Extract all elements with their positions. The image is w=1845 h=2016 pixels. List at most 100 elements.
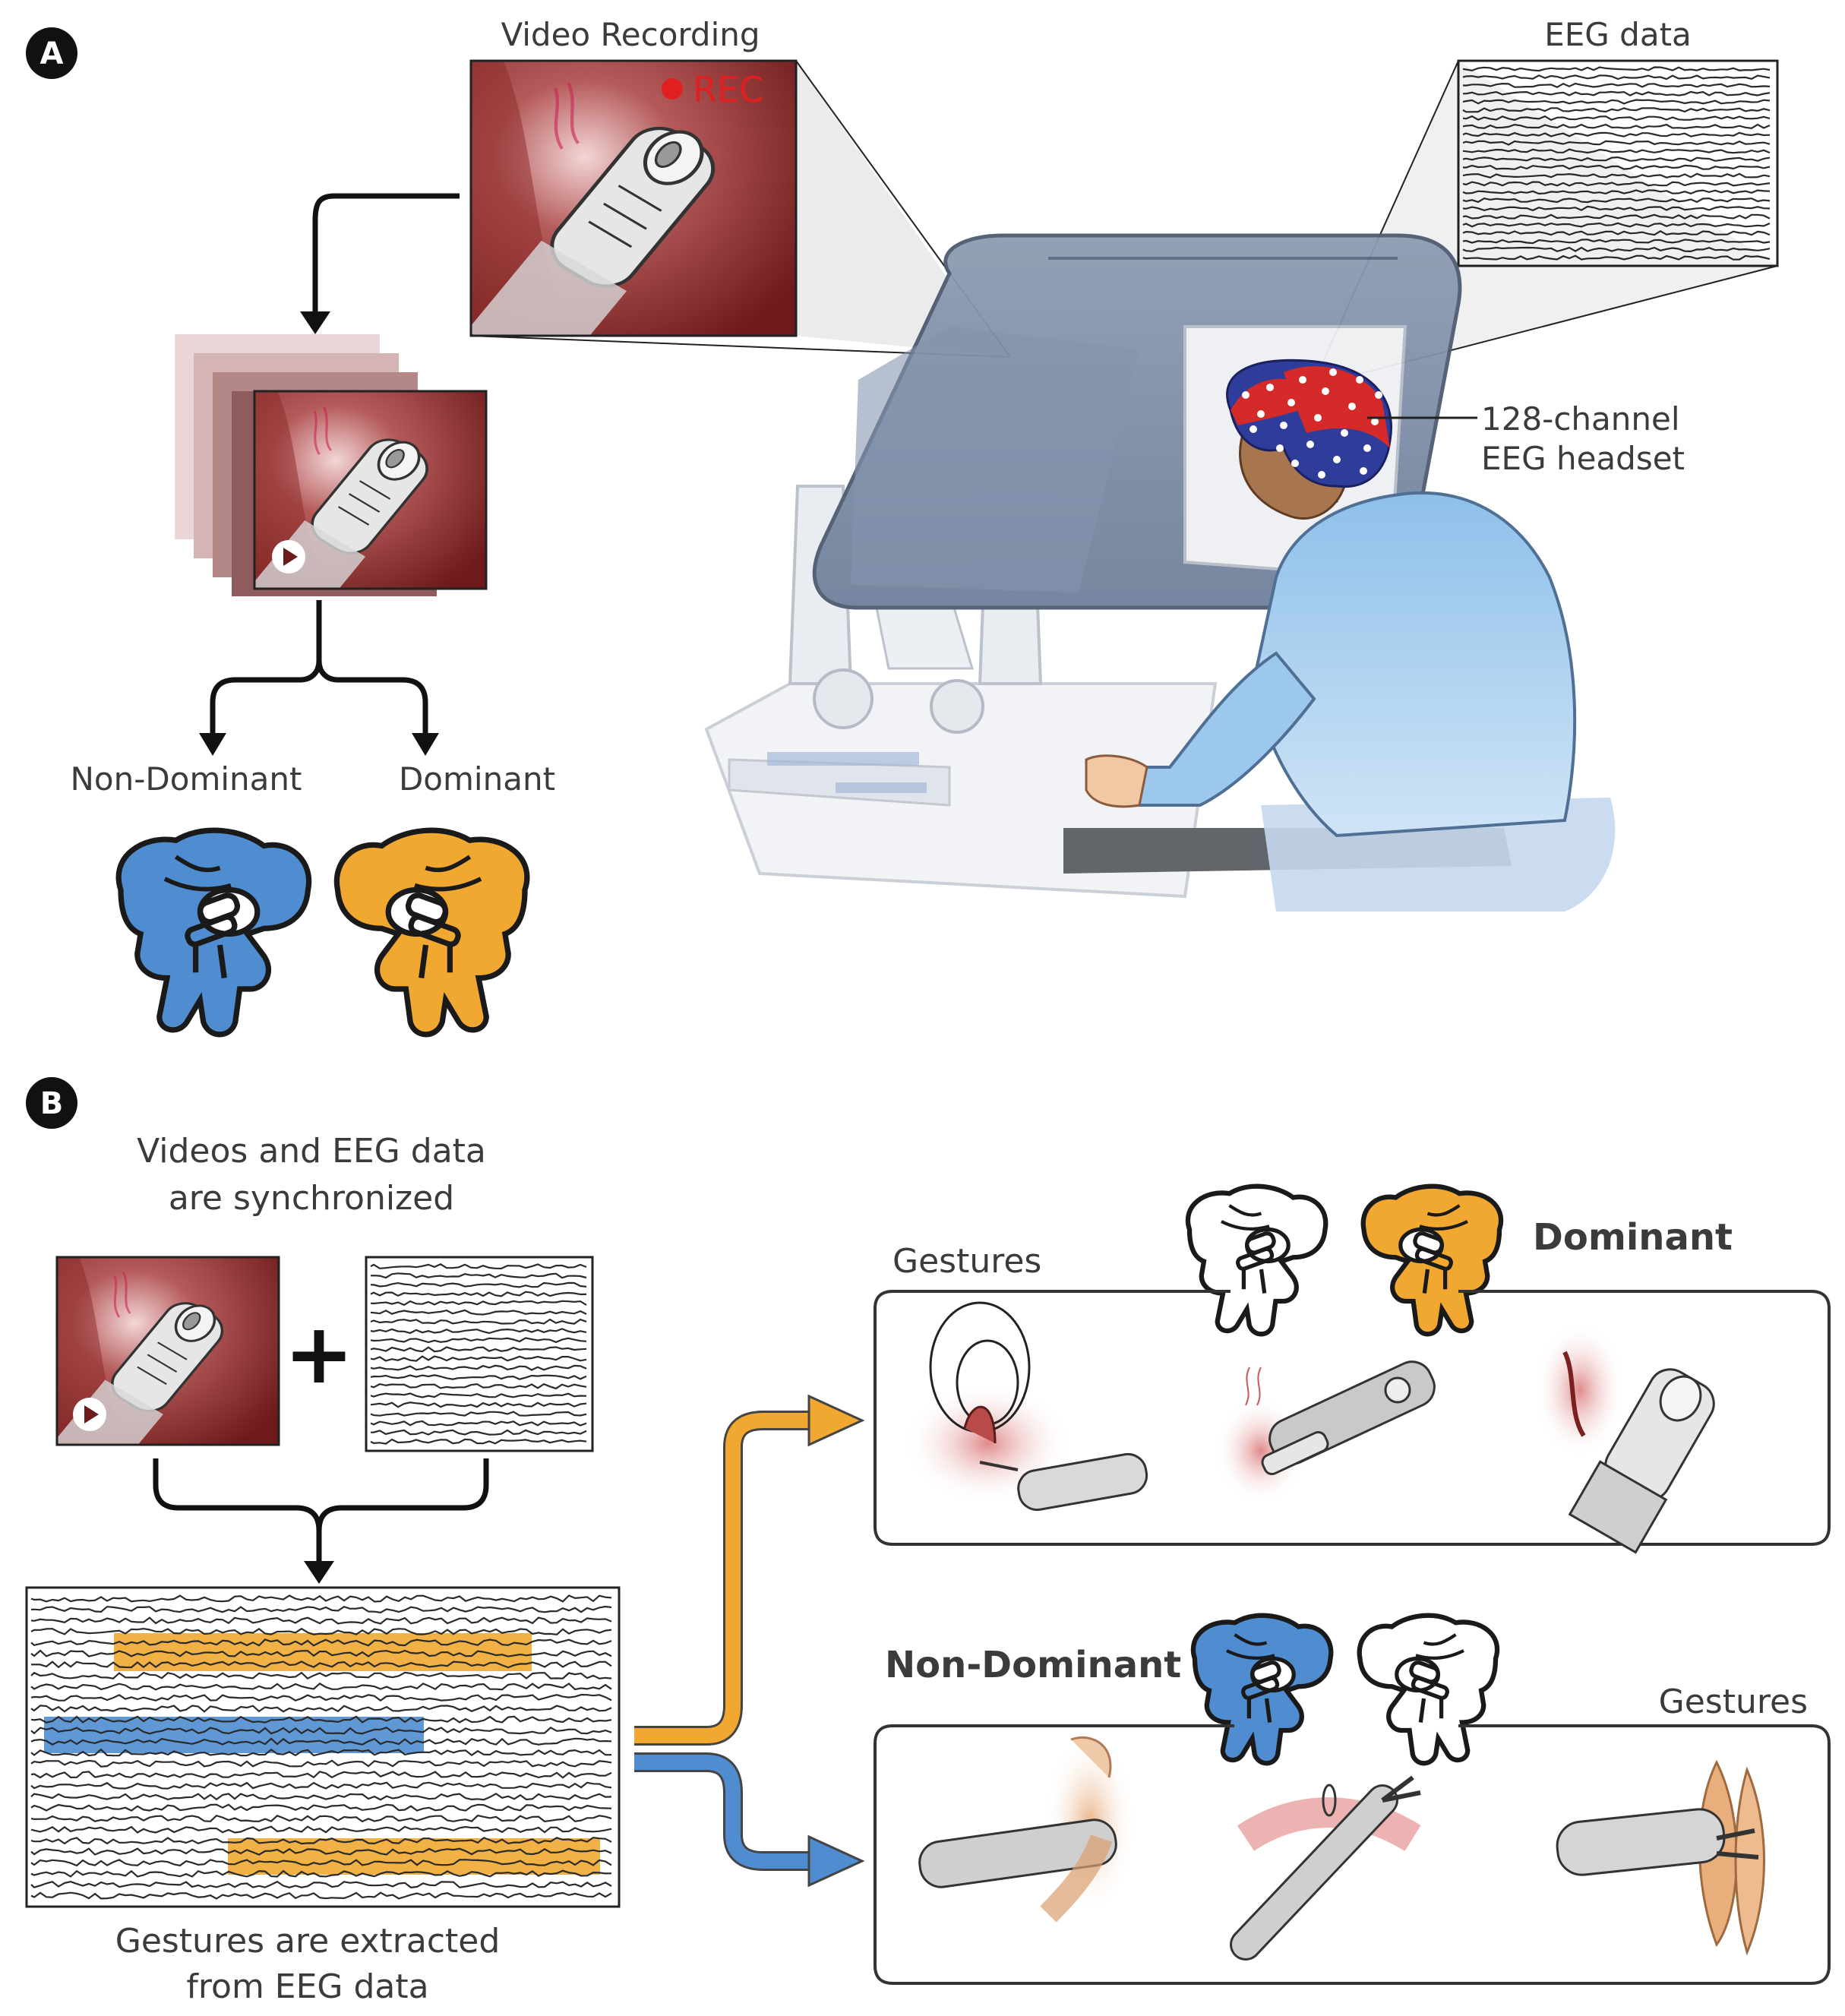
- eeg-trace: [1462, 90, 1771, 96]
- eeg-trace: [30, 1683, 612, 1691]
- eeg-trace: [370, 1337, 587, 1344]
- eeg-trace: [30, 1837, 612, 1845]
- eeg-data-label: EEG data: [1544, 16, 1692, 53]
- eeg-trace: [30, 1847, 612, 1856]
- eeg-trace: [1462, 181, 1771, 187]
- synced-video-thumbnail: [55, 1256, 280, 1446]
- plus-sign: +: [284, 1305, 354, 1402]
- gesture-eeg-block: [25, 1586, 621, 1908]
- electrode-dot: [1266, 384, 1274, 391]
- non-dominant-label-a: Non-Dominant: [71, 760, 302, 798]
- eeg-trace: [30, 1705, 612, 1713]
- electrode-dot: [1322, 387, 1329, 395]
- dominant-hand-icon-a: [336, 830, 526, 1035]
- non-dominant-gesture-image-1: [918, 1732, 1136, 1923]
- eeg-trace: [1462, 115, 1771, 122]
- panel-b-badge: [26, 1077, 77, 1129]
- non-dominant-hand-icon-a: [118, 830, 308, 1035]
- eeg-trace: [30, 1748, 612, 1757]
- eeg-cap: [1226, 359, 1392, 488]
- synced-eeg-window: [365, 1256, 594, 1452]
- eeg-trace: [30, 1759, 612, 1768]
- eeg-trace: [370, 1346, 587, 1353]
- electrode-dot: [1242, 391, 1249, 399]
- electrode-dot: [1363, 444, 1371, 452]
- electrode-dot: [1306, 441, 1314, 448]
- eeg-trace: [30, 1781, 612, 1790]
- eeg-trace: [1462, 156, 1771, 163]
- electrode-dot: [1329, 368, 1337, 376]
- electrode-dot: [1318, 471, 1325, 479]
- dominant-label-a: Dominant: [399, 760, 555, 798]
- merge-arrow: [153, 1458, 489, 1565]
- non-dominant-gestures-box: [874, 1724, 1831, 1985]
- eeg-trace: [1462, 239, 1771, 245]
- eeg-trace: [30, 1869, 612, 1878]
- eeg-trace: [1462, 197, 1771, 204]
- non-dominant-title: Non-Dominant: [885, 1644, 1181, 1686]
- surgeon: [1085, 359, 1616, 912]
- eeg-trace: [30, 1891, 612, 1900]
- electrode-dot: [1257, 410, 1265, 418]
- eeg-trace: [1462, 172, 1771, 179]
- eeg-trace: [1462, 222, 1771, 228]
- eeg-trace: [370, 1318, 587, 1325]
- electrode-dot: [1299, 376, 1306, 384]
- panel-a-badge-letter: A: [40, 36, 64, 71]
- eeg-trace: [30, 1627, 612, 1635]
- eeg-trace: [370, 1355, 587, 1362]
- dominant-gesture-image-2: [1215, 1360, 1436, 1504]
- eeg-trace: [30, 1825, 612, 1834]
- eeg-trace: [30, 1880, 612, 1889]
- electrode-dot: [1314, 414, 1322, 422]
- eeg-trace: [30, 1649, 612, 1657]
- dominant-route-arrow: [634, 1394, 865, 1746]
- eeg-trace: [30, 1793, 612, 1801]
- dominant-gesture-image-1: [904, 1301, 1148, 1512]
- split-arrow: [210, 600, 428, 737]
- eeg-trace: [1462, 74, 1771, 81]
- electrode-dot: [1291, 460, 1299, 467]
- eeg-trace: [30, 1671, 612, 1680]
- non-dominant-white-hand-icon: [1360, 1616, 1497, 1764]
- video-clip-stack: [175, 334, 488, 596]
- panel-a-badge: [26, 27, 77, 79]
- panel-a: A Video Recording REC EEG data: [26, 16, 1779, 1035]
- eeg-trace: [1462, 254, 1771, 261]
- dominant-hand-icon-b: [1363, 1187, 1501, 1335]
- eeg-trace: [1462, 246, 1771, 253]
- electrode-dot: [1341, 429, 1348, 437]
- extract-caption-line1: Gestures are extracted: [115, 1922, 501, 1961]
- eeg-trace: [1462, 140, 1771, 146]
- eeg-trace: [30, 1594, 612, 1603]
- dominant-gestures-box: [874, 1290, 1831, 1554]
- eeg-trace: [30, 1715, 612, 1724]
- eeg-trace: [1462, 205, 1771, 212]
- electrode-dot: [1348, 403, 1356, 410]
- eeg-trace: [30, 1771, 612, 1779]
- eeg-trace: [370, 1364, 587, 1371]
- non-dominant-gesture-segment: [44, 1717, 424, 1753]
- eeg-trace: [370, 1382, 587, 1390]
- non-dominant-gesture-image-3: [1556, 1759, 1765, 1956]
- eeg-trace: [371, 1281, 587, 1288]
- electrode-dot: [1276, 444, 1284, 452]
- eeg-trace: [1462, 123, 1771, 130]
- panel-b: B Videos and EEG data are synchronized +: [25, 1077, 1831, 2006]
- dominant-gestures-label: Gestures: [892, 1242, 1041, 1281]
- eeg-trace: [30, 1737, 612, 1746]
- non-dominant-hand-icon-b: [1193, 1616, 1331, 1764]
- eeg-trace: [1462, 82, 1771, 89]
- non-dominant-gestures-label: Gestures: [1659, 1683, 1808, 1721]
- eeg-trace: [1462, 107, 1771, 113]
- dominant-gesture-image-3: [1534, 1322, 1715, 1554]
- video-recording-label: Video Recording: [501, 16, 760, 53]
- dominant-gesture-segment-2: [228, 1838, 600, 1875]
- eeg-trace: [30, 1605, 612, 1614]
- eeg-trace: [370, 1438, 587, 1445]
- electrode-dot: [1287, 399, 1295, 406]
- video-recording-frame: REC: [469, 59, 798, 337]
- eeg-trace: [370, 1429, 587, 1436]
- headset-label-line1: 128-channel: [1481, 400, 1680, 438]
